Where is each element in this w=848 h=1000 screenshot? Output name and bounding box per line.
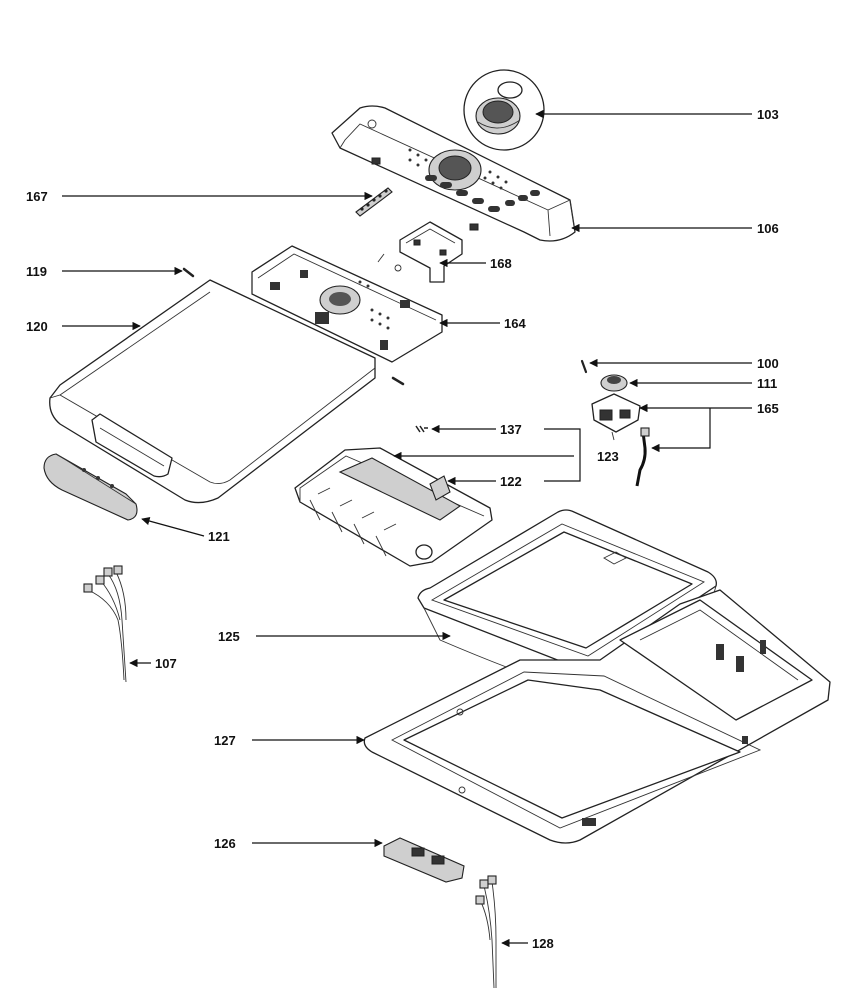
part-164-control-board xyxy=(251,245,443,363)
label-111: 111 xyxy=(757,376,777,391)
part-128-wire-harness xyxy=(475,875,497,989)
label-107: 107 xyxy=(155,656,177,671)
part-labels: 103 106 167 168 119 164 120 100 111 165 … xyxy=(26,107,779,951)
label-137: 137 xyxy=(500,422,522,437)
part-168-bracket xyxy=(399,221,463,283)
part-119-hinge-pin xyxy=(182,267,405,386)
part-127-top-frame xyxy=(363,589,831,844)
leader-lines xyxy=(62,109,752,948)
label-122: 122 xyxy=(500,474,522,489)
part-126-lid-lock xyxy=(383,837,465,883)
label-168: 168 xyxy=(490,256,512,271)
label-100: 100 xyxy=(757,356,779,371)
part-103-control-knob xyxy=(463,69,545,151)
part-106-control-panel xyxy=(331,105,576,242)
part-100-screw xyxy=(580,359,588,374)
label-127: 127 xyxy=(214,733,236,748)
label-125: 125 xyxy=(218,629,240,644)
label-121: 121 xyxy=(208,529,230,544)
label-128: 128 xyxy=(532,936,554,951)
part-120-lid xyxy=(49,279,376,504)
part-167-light-guide xyxy=(355,187,393,217)
label-103: 103 xyxy=(757,107,779,122)
label-126: 126 xyxy=(214,836,236,851)
label-164: 164 xyxy=(504,316,526,331)
part-123-dispenser xyxy=(294,447,493,567)
label-167: 167 xyxy=(26,189,48,204)
label-106: 106 xyxy=(757,221,779,236)
part-137-clip xyxy=(415,425,428,433)
label-165: 165 xyxy=(757,401,779,416)
part-121-lid-handle xyxy=(43,453,138,521)
part-122-siphon-cap xyxy=(429,475,451,501)
label-123: 123 xyxy=(597,449,619,464)
part-165-valve-assembly xyxy=(591,393,650,487)
label-119: 119 xyxy=(26,264,47,279)
label-120: 120 xyxy=(26,319,48,334)
part-107-wire-harness xyxy=(83,565,127,683)
part-111-cap xyxy=(600,374,628,392)
